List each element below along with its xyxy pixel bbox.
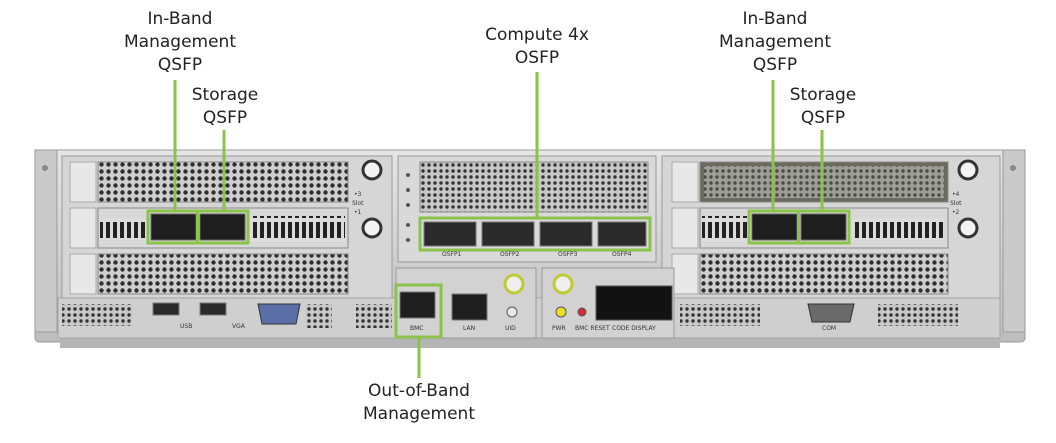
osfp-label: OSFP1: [442, 251, 462, 258]
callout-highlights: [146, 72, 851, 378]
lan-port[interactable]: [451, 293, 488, 321]
slot-label-right: Slot: [950, 200, 962, 207]
bmc-port[interactable]: [399, 291, 436, 319]
usb-port[interactable]: [199, 302, 227, 316]
right-ear: [1002, 149, 1026, 333]
osfp-port[interactable]: [423, 221, 477, 247]
usb-port[interactable]: [152, 302, 180, 316]
slot-label-3: •3: [354, 191, 362, 198]
label-oob: Out-of-Band Management: [363, 381, 475, 424]
osfp-label: OSFP4: [612, 251, 632, 258]
left-ear: [34, 149, 58, 333]
code-display-label: CODE DISPLAY: [612, 325, 656, 332]
highlight-compute: [418, 216, 652, 252]
center-module: OSFP1 OSFP2 OSFP3 OSFP4: [397, 155, 657, 263]
slot-label-1: •1: [354, 209, 362, 216]
io-strip: USB VGA BMC LAN UID PWR BMC RESET CODE D…: [57, 267, 1001, 339]
osfp-label: OSFP3: [558, 251, 578, 258]
uid-button[interactable]: [506, 306, 518, 318]
label-compute: Compute 4x OSFP: [485, 25, 589, 68]
pwr-label: PWR: [552, 325, 566, 332]
slot-label-left: Slot: [352, 200, 364, 207]
vga-label: VGA: [232, 323, 246, 330]
right-riser: •4 Slot •2: [661, 155, 1001, 299]
left-bay-bot: [97, 253, 349, 295]
qsfp-port[interactable]: [150, 213, 197, 241]
lan-label: LAN: [463, 325, 475, 332]
com-label: COM: [822, 325, 836, 332]
osfp-label: OSFP2: [500, 251, 520, 258]
osfp-port[interactable]: [481, 221, 535, 247]
osfp-port[interactable]: [539, 221, 593, 247]
label-inband-right: In-Band Management QSFP: [719, 9, 831, 75]
bmc-reset-button[interactable]: [577, 307, 587, 317]
osfp-port[interactable]: [597, 221, 647, 247]
left-riser: •3 Slot •1: [61, 155, 393, 299]
usb-label: USB: [180, 323, 192, 330]
label-storage-right: Storage QSFP: [789, 85, 857, 128]
power-button[interactable]: [555, 306, 567, 318]
bmc-label: BMC: [410, 325, 423, 332]
qsfp-port[interactable]: [751, 213, 798, 241]
vga-port[interactable]: [257, 303, 301, 325]
chassis-bottom-rail: [60, 336, 1000, 348]
qsfp-port[interactable]: [800, 213, 847, 241]
uid-label: UID: [505, 325, 516, 332]
right-bay-bot: [699, 253, 949, 295]
code-display: [595, 285, 673, 321]
com-port[interactable]: [807, 303, 855, 323]
qsfp-port[interactable]: [199, 213, 246, 241]
slot-label-4: •4: [952, 191, 960, 198]
bmc-reset-label: BMC RESET: [575, 325, 610, 332]
label-inband-left: In-Band Management QSFP: [124, 9, 236, 75]
center-mesh: [419, 161, 649, 213]
slot-label-2: •2: [952, 209, 960, 216]
label-storage-left: Storage QSFP: [191, 85, 259, 128]
